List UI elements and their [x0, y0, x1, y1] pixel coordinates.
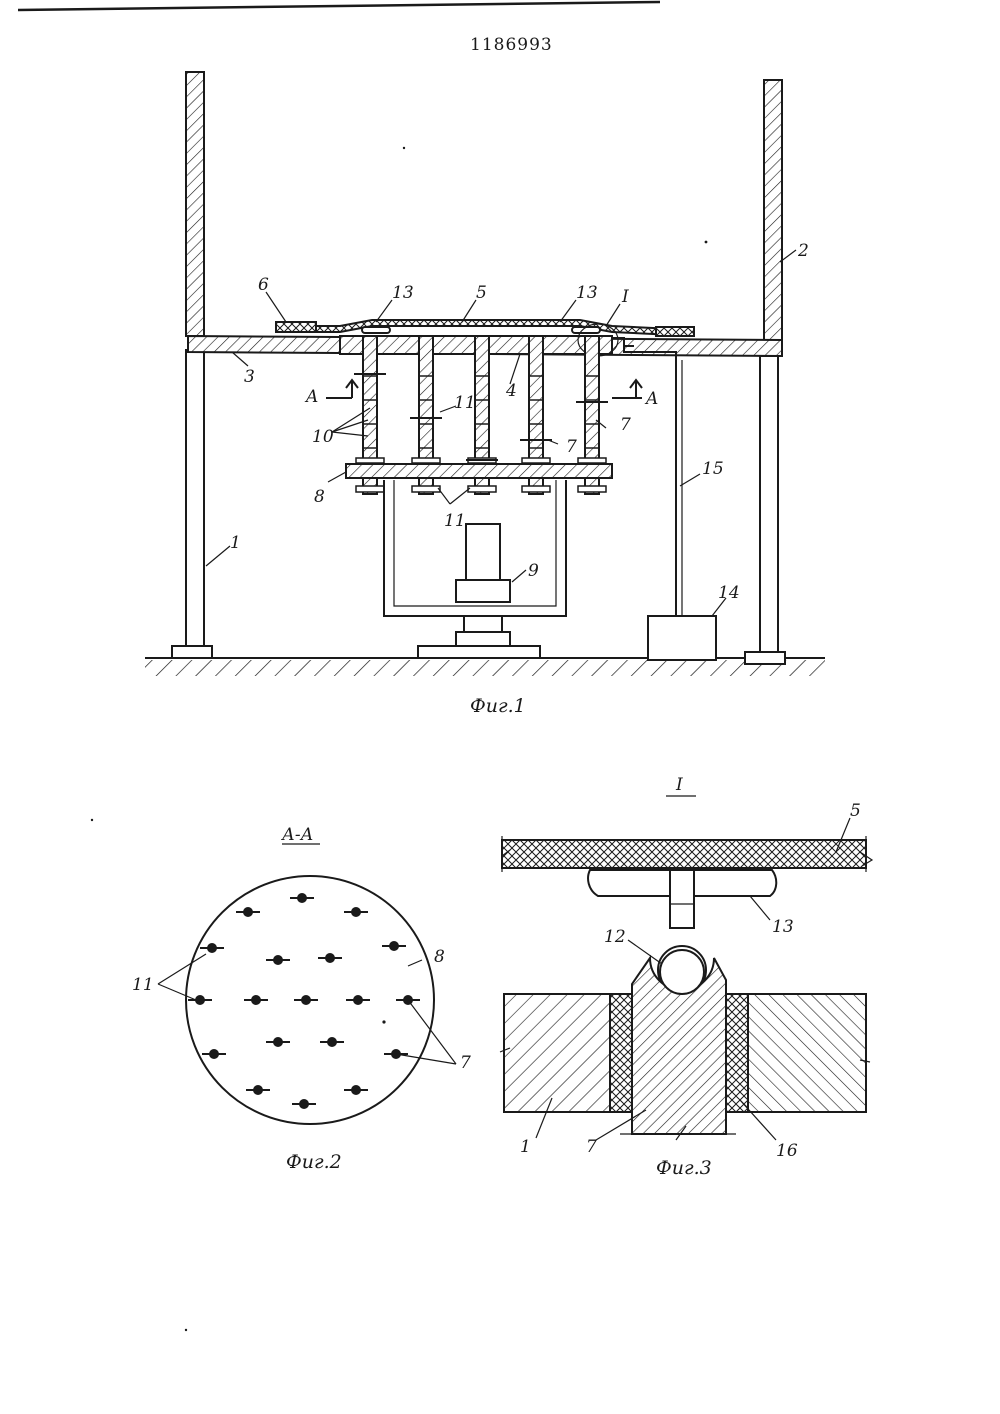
rod-hole — [266, 1037, 290, 1047]
clamp-6-right — [656, 327, 694, 336]
figure-3: I — [500, 775, 872, 1179]
label-11-bottom: 11 — [444, 511, 466, 531]
label-12-fig3: 12 — [604, 927, 626, 947]
label-7-right: 7 — [620, 415, 631, 435]
figure-2: А-А 11 8 7 Фиг.2 — [132, 825, 471, 1173]
label-A-right: A — [644, 389, 658, 409]
label-A-left: A — [304, 387, 318, 407]
label-1-fig3: 1 — [520, 1137, 531, 1157]
label-13-right: 13 — [576, 283, 598, 303]
rod-hole — [344, 1085, 368, 1095]
nut-11 — [468, 486, 496, 492]
rod-hole — [236, 907, 260, 917]
label-14: 14 — [718, 583, 740, 603]
label-7-center: 7 — [566, 437, 577, 457]
nut-11 — [522, 486, 550, 492]
label-7-fig3: 7 — [586, 1137, 597, 1157]
rod-hole — [320, 1037, 344, 1047]
rod-hole — [188, 995, 212, 1005]
rod-hole — [294, 995, 318, 1005]
control-unit-14 — [648, 616, 716, 660]
nut-11 — [412, 458, 440, 463]
nut-11 — [522, 458, 550, 463]
rod-hole — [346, 995, 370, 1005]
label-9: 9 — [528, 561, 539, 581]
nut-11 — [412, 486, 440, 492]
fig3-title: I — [675, 775, 683, 795]
frame-1 — [172, 350, 212, 658]
rod-hole — [344, 907, 368, 917]
label-11-fig2: 11 — [132, 975, 154, 995]
pads-13 — [362, 327, 600, 333]
plate-1-right — [748, 994, 866, 1112]
label-8-fig2: 8 — [434, 947, 445, 967]
nut-11 — [578, 486, 606, 492]
frame-right-leg — [745, 356, 785, 664]
nut-11 — [356, 458, 384, 463]
label-I: I — [621, 287, 629, 307]
stem — [670, 870, 694, 928]
caption-fig1: Фиг.1 — [470, 695, 526, 717]
label-5-fig3: 5 — [850, 801, 861, 821]
carrier-8 — [346, 464, 612, 478]
container-2 — [186, 72, 782, 356]
label-2: 2 — [797, 241, 809, 261]
bushing-16-right — [726, 994, 748, 1112]
rod-hole — [290, 893, 314, 903]
membrane-5-detail — [502, 840, 866, 868]
rod-hole — [246, 1085, 270, 1095]
rod-hole — [318, 953, 342, 963]
patent-number: 1186993 — [470, 35, 553, 55]
ground — [145, 658, 825, 676]
rod-hole — [382, 941, 406, 951]
label-3: 3 — [244, 367, 255, 387]
membrane-5 — [276, 320, 694, 336]
label-5: 5 — [476, 283, 487, 303]
label-10: 10 — [312, 427, 334, 447]
label-8: 8 — [314, 487, 325, 507]
caption-fig2: Фиг.2 — [286, 1151, 342, 1173]
figure-1: 6 13 5 13 I 2 3 4 A A 11 10 7 7 15 8 11 … — [145, 72, 825, 717]
rod-holes — [188, 893, 420, 1109]
label-13-left: 13 — [392, 283, 414, 303]
label-1: 1 — [230, 533, 241, 553]
label-13-fig3: 13 — [772, 917, 794, 937]
label-4: 4 — [505, 381, 517, 401]
fig2-title: А-А — [281, 825, 314, 845]
rod-hole — [244, 995, 268, 1005]
sheet-top-border — [18, 2, 660, 10]
label-6: 6 — [258, 275, 269, 295]
label-7-fig2: 7 — [460, 1053, 471, 1073]
bushing-16-left — [610, 994, 632, 1112]
plate-1-left — [504, 994, 610, 1112]
caption-fig3: Фиг.3 — [656, 1157, 712, 1179]
rod-hole — [200, 943, 224, 953]
rod-hole — [202, 1049, 226, 1059]
clamp-6-left — [276, 322, 316, 332]
label-11-center: 11 — [454, 393, 476, 413]
rod-hole — [292, 1099, 316, 1109]
leader-lines-fig2 — [158, 954, 456, 1064]
nut-11 — [578, 458, 606, 463]
line-15 — [612, 338, 682, 616]
rod-hole — [266, 955, 290, 965]
label-16-fig3: 16 — [776, 1141, 798, 1161]
label-15: 15 — [702, 459, 724, 479]
nut-11 — [356, 486, 384, 492]
